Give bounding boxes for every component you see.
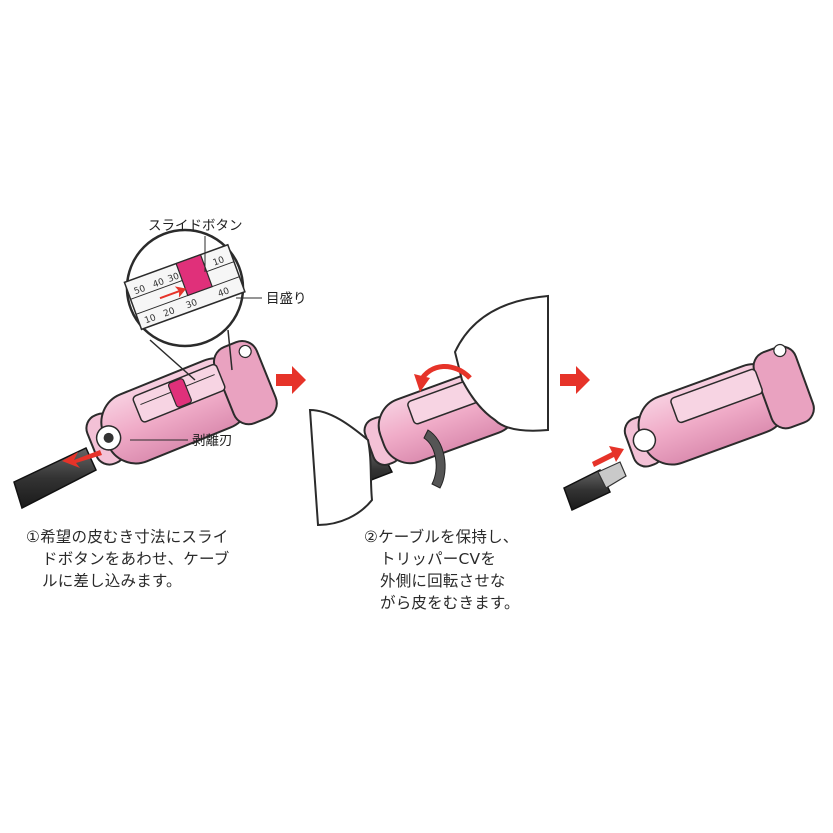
- insert-arrow-step1: [62, 450, 102, 468]
- stripped-sheath: [423, 429, 446, 489]
- scale-number-7: 40: [217, 286, 231, 299]
- scale-number-1: 50: [133, 284, 147, 297]
- scale-number-2: 40: [152, 277, 166, 290]
- removal-arrow-step3: [592, 446, 624, 467]
- scale-number-6: 30: [185, 298, 199, 311]
- next-arrow-2: [560, 366, 590, 394]
- step-2-caption-line: がら皮をむきます。: [380, 594, 520, 612]
- step-3-illustration: [563, 343, 815, 512]
- stripper-tool-step3: [623, 343, 815, 468]
- magnified-scale-view: 50 40 30 10 20 30 40 10: [123, 228, 246, 381]
- hand-right: [453, 294, 549, 432]
- exposed-conductor: [597, 461, 627, 489]
- next-arrow-1: [276, 366, 306, 394]
- scale-number-4: 10: [143, 313, 157, 326]
- step-2-caption-line: トリッパーCVを: [380, 550, 497, 568]
- scale-number-3: 30: [167, 272, 181, 285]
- step-1-caption-line: ドボタンをあわせ、ケーブ: [42, 550, 230, 568]
- step-2-illustration: [308, 294, 549, 527]
- cable-step3: [563, 468, 611, 512]
- step-2-caption-line: 外側に回転させな: [380, 572, 506, 590]
- step-1-caption-line: ①希望の皮むき寸法にスライ: [26, 528, 229, 546]
- stripper-tool-step1: [85, 340, 278, 466]
- step-1-illustration: 50 40 30 10 20 30 40 10: [13, 228, 278, 510]
- scale-number-8: 10: [212, 255, 226, 268]
- blade-label: 剥離刃: [192, 433, 233, 449]
- step-2-caption-line: ②ケーブルを保持し、: [364, 528, 519, 546]
- rotation-arrow-head: [414, 374, 430, 392]
- scale-number-5: 20: [162, 306, 176, 319]
- step-2-caption: ②ケーブルを保持し、 トリッパーCVを 外側に回転させな がら皮をむきます。: [364, 526, 520, 614]
- scale-label: 目盛り: [266, 291, 307, 307]
- hand-left: [308, 408, 374, 527]
- step-1-caption: ①希望の皮むき寸法にスライ ドボタンをあわせ、ケーブ ルに差し込みます。: [26, 526, 229, 592]
- slide-button-label: スライドボタン: [148, 218, 243, 234]
- step-1-caption-line: ルに差し込みます。: [42, 572, 182, 590]
